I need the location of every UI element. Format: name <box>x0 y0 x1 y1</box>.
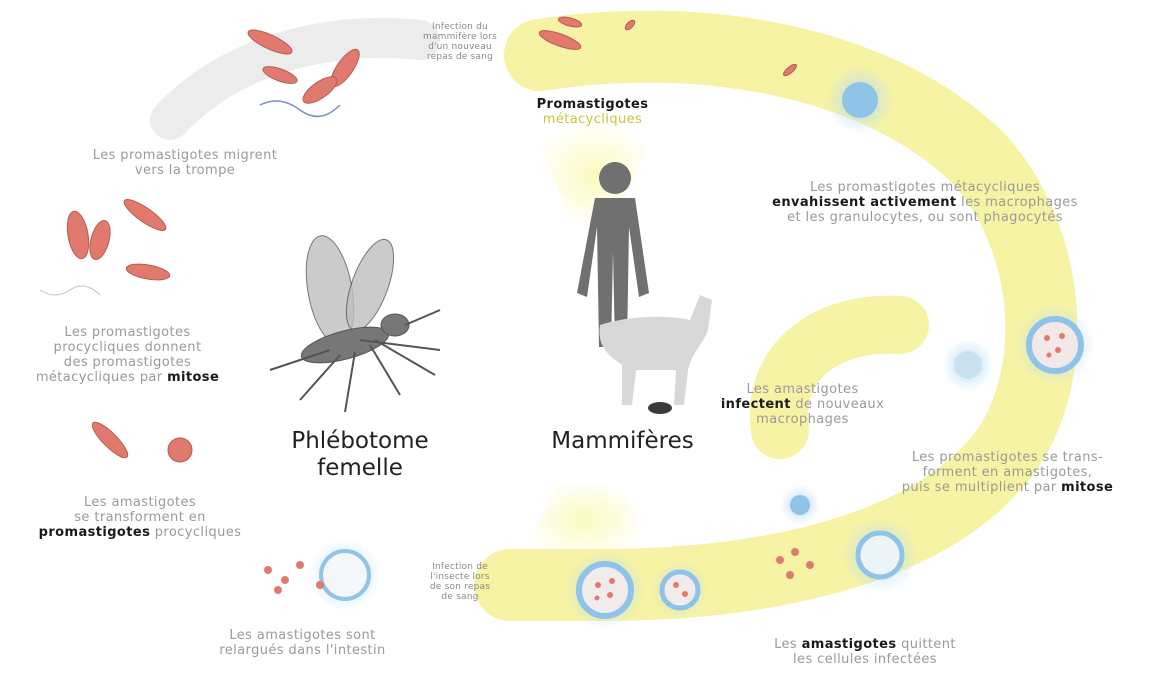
label-line: des promastigotes <box>0 355 255 370</box>
bold-text: envahissent activement <box>772 195 956 210</box>
label-line: se transforment en <box>0 510 280 525</box>
label-line: d'un nouveau <box>405 42 515 52</box>
label-text: Les <box>774 637 802 652</box>
label-text: de nouveaux <box>791 397 884 412</box>
label-line: puis se multiplient par mitose <box>865 480 1150 495</box>
bold-text: mitose <box>167 370 219 385</box>
quit-label: Les amastigotes quittent les cellules in… <box>720 637 1010 667</box>
procyclic-promastigotes-icon <box>64 195 171 283</box>
label-line: Promastigotes <box>505 97 680 112</box>
phlebotome-title: Phlébotome femelle <box>280 428 440 482</box>
promastigotes-metacycliques-label: Promastigotes métacycliques <box>505 97 680 127</box>
bold-text: infectent <box>721 397 791 412</box>
label-line: Infection du <box>405 22 515 32</box>
label-line: Les amastigotes quittent <box>720 637 1010 652</box>
label-line: Les amastigotes <box>0 495 280 510</box>
sandfly-icon <box>270 232 440 412</box>
amast-transform-label: Les amastigotes se transforment en proma… <box>0 495 280 540</box>
label-line: relargués dans l'intestin <box>160 643 445 658</box>
label-line: Les promastigotes métacycliques <box>715 180 1135 195</box>
infection-mammal-label: Infection du mammifère lors d'un nouveau… <box>405 22 515 62</box>
label-text: quittent <box>897 637 956 652</box>
label-line: Les amastigotes <box>690 382 915 397</box>
light-cone-bottom <box>520 480 650 560</box>
label-line: envahissent activement les macrophages <box>715 195 1135 210</box>
label-line: macrophages <box>690 412 915 427</box>
bold-text: promastigotes <box>39 525 151 540</box>
label-line: de son repas <box>405 582 515 592</box>
transform-label: Les promastigotes se trans- forment en a… <box>865 450 1150 495</box>
label-line: repas de sang <box>405 52 515 62</box>
bold-text: amastigotes <box>802 637 897 652</box>
amastigote-transform-icon <box>88 418 192 462</box>
label-line: Les promastigotes se trans- <box>865 450 1150 465</box>
rodent-icon <box>648 402 672 414</box>
bold-text: mitose <box>1061 480 1113 495</box>
title-line: Mammifères <box>535 428 710 455</box>
label-line: de sang <box>405 592 515 602</box>
amastigotes-infect-label: Les amastigotes infectent de nouveaux ma… <box>690 382 915 427</box>
migrate-trompe-label: Les promastigotes migrent vers la trompe <box>40 148 330 178</box>
label-line: infectent de nouveaux <box>690 397 915 412</box>
label-text: les macrophages <box>957 195 1078 210</box>
label-line: les cellules infectées <box>720 652 1010 667</box>
label-line: l'insecte lors <box>405 572 515 582</box>
label-line: Les promastigotes <box>0 325 255 340</box>
released-label: Les amastigotes sont relargués dans l'in… <box>160 628 445 658</box>
title-line: femelle <box>280 455 440 482</box>
invade-label: Les promastigotes métacycliques envahiss… <box>715 180 1135 225</box>
label-text: métacycliques par <box>36 370 167 385</box>
label-line: forment en amastigotes, <box>865 465 1150 480</box>
infection-insect-label: Infection de l'insecte lors de son repas… <box>405 562 515 602</box>
label-line: métacycliques <box>505 112 680 127</box>
label-line: métacycliques par mitose <box>0 370 255 385</box>
label-text: procycliques <box>150 525 241 540</box>
label-line: mammifère lors <box>405 32 515 42</box>
label-line: et les granulocytes, ou sont phagocytés <box>715 210 1135 225</box>
label-line: procycliques donnent <box>0 340 255 355</box>
title-line: Phlébotome <box>280 428 440 455</box>
label-line: Les amastigotes sont <box>160 628 445 643</box>
label-text: puis se multiplient par <box>902 480 1061 495</box>
label-line: promastigotes procycliques <box>0 525 280 540</box>
mammiferes-title: Mammifères <box>535 428 710 455</box>
label-line: Les promastigotes migrent <box>40 148 330 163</box>
label-line: vers la trompe <box>40 163 330 178</box>
label-line: Infection de <box>405 562 515 572</box>
procyclic-label: Les promastigotes procycliques donnent d… <box>0 325 255 385</box>
